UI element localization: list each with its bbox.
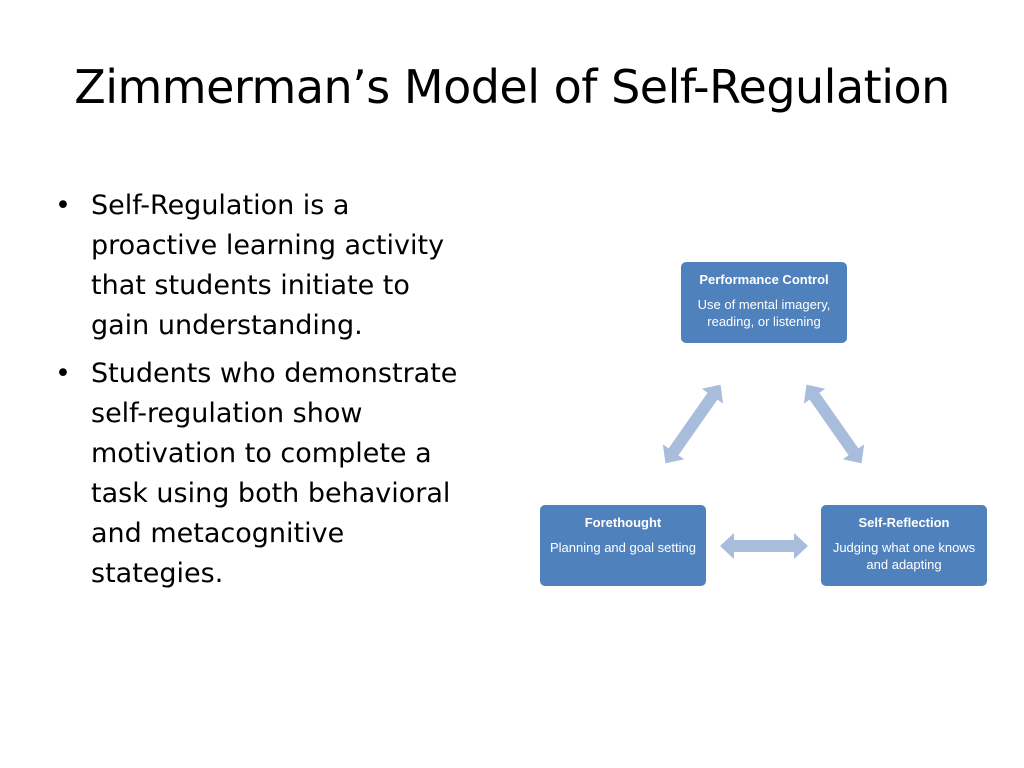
bullet-list: • Self-Regulation is a proactive learnin… [50, 186, 470, 602]
bullet-item: • Self-Regulation is a proactive learnin… [50, 186, 470, 346]
double-arrow-shape [803, 384, 865, 464]
arrow-forethought-reflection [720, 533, 808, 559]
node-title: Performance Control [699, 272, 829, 287]
bullet-glyph: • [55, 190, 71, 221]
node-description: Judging what one knows and adapting [832, 540, 976, 572]
node-forethought: Forethought Planning and goal setting [540, 505, 706, 586]
node-title: Self-Reflection [858, 515, 950, 530]
bullet-glyph: • [55, 358, 71, 389]
node-performance-control: Performance Control Use of mental imager… [681, 262, 847, 343]
double-arrow-shape [720, 533, 808, 559]
slide-title: Zimmerman’s Model of Self-Regulation [74, 60, 950, 114]
arrow-performance-forethought [662, 384, 724, 464]
node-description: Use of mental imagery, reading, or liste… [697, 297, 831, 329]
node-title: Forethought [584, 515, 662, 530]
bullet-text: Self-Regulation is a proactive learning … [91, 190, 445, 341]
node-self-reflection: Self-Reflection Judging what one knows a… [821, 505, 987, 586]
double-arrow-shape [662, 384, 724, 464]
node-description: Planning and goal setting [549, 540, 696, 555]
bullet-item: • Students who demonstrate self-regulati… [50, 354, 470, 594]
bullet-text: Students who demonstrate self-regulation… [91, 358, 458, 589]
arrow-performance-reflection [803, 384, 865, 464]
